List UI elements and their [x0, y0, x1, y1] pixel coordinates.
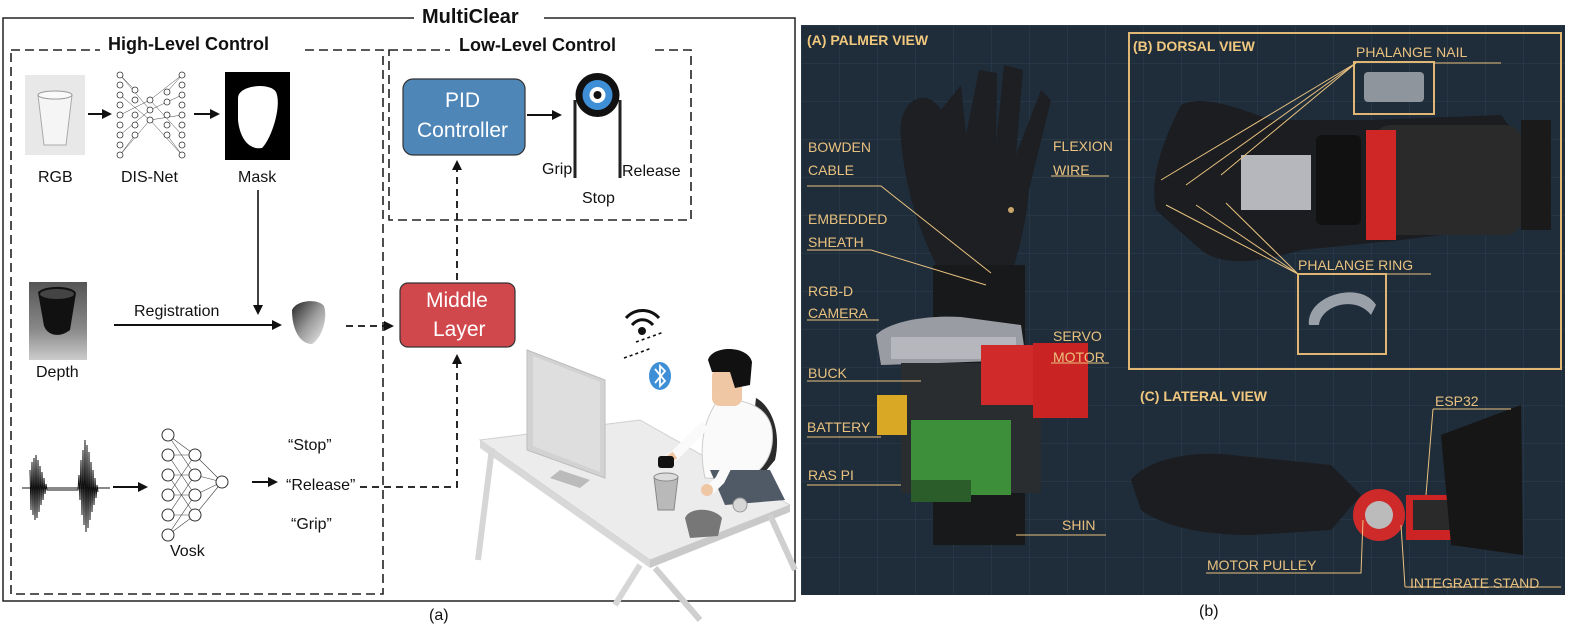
vosk-label: Vosk — [170, 543, 205, 560]
outer-frame — [2, 17, 796, 602]
depth-label: Depth — [36, 364, 79, 381]
command-release: “Release” — [286, 477, 356, 494]
pid-label-line1: PID — [445, 89, 481, 112]
registration-label: Registration — [134, 303, 220, 320]
lateral-glove-illustration — [1131, 405, 1523, 555]
pid-controller-box — [402, 78, 526, 156]
pid-label-line2: Controller — [417, 119, 509, 142]
label-bowden-2: CABLE — [808, 162, 854, 178]
middle-layer-box — [399, 282, 516, 348]
panel-a-diagram — [2, 17, 798, 622]
label-integrate-stand: INTEGRATE STAND — [1410, 575, 1540, 591]
bluetooth-icon — [649, 362, 671, 390]
middle-layer-label-line2: Layer — [433, 318, 486, 341]
disnet-label: DIS-Net — [121, 169, 178, 186]
palmar-glove-illustration — [876, 65, 1088, 545]
diagram-title: MultiClear — [422, 6, 519, 28]
pulley-grip-label: Grip — [542, 161, 573, 178]
label-battery: BATTERY — [807, 419, 871, 435]
wifi-icon — [624, 309, 661, 335]
label-rgbd-2: CAMERA — [808, 305, 868, 321]
label-servo-1: SERVO — [1053, 328, 1102, 344]
caption-a: (a) — [429, 607, 449, 624]
low-level-title: Low-Level Control — [459, 35, 616, 55]
caption-b: (b) — [1199, 603, 1219, 620]
label-flexion-1: FLEXION — [1053, 138, 1113, 154]
command-grip: “Grip” — [291, 516, 332, 533]
pulley-icon — [573, 73, 622, 178]
depth-image — [29, 282, 87, 360]
label-rgbd-1: RGB-D — [808, 283, 854, 299]
label-embedded-1: EMBEDDED — [808, 211, 888, 227]
view-c-title: (C) LATERAL VIEW — [1140, 388, 1268, 404]
view-b-title: (B) DORSAL VIEW — [1133, 38, 1255, 54]
disnet-icon — [119, 74, 183, 156]
label-raspi: RAS PI — [808, 467, 854, 483]
phalange-ring-inset — [1297, 273, 1387, 355]
pulley-release-label: Release — [622, 163, 681, 180]
label-buck: BUCK — [808, 365, 847, 381]
mask-image — [225, 72, 290, 160]
desk-scene-illustration — [475, 309, 798, 622]
audio-waveform-icon — [22, 439, 110, 533]
command-stop: “Stop” — [288, 437, 332, 454]
label-shin: SHIN — [1062, 517, 1096, 533]
vosk-icon — [167, 434, 223, 536]
dorsal-view-frame — [1128, 32, 1562, 370]
label-phalange-ring: PHALANGE RING — [1298, 257, 1414, 273]
low-level-box — [388, 49, 692, 221]
panel-b-photo — [801, 25, 1565, 595]
dorsal-glove-illustration — [1154, 100, 1551, 262]
label-servo-2: MOTOR — [1053, 349, 1105, 365]
label-embedded-2: SHEATH — [808, 234, 864, 250]
pulley-stop-label: Stop — [582, 190, 615, 207]
fused-depth-image — [292, 301, 326, 344]
high-level-title: High-Level Control — [108, 34, 269, 54]
rgb-label: RGB — [38, 169, 73, 186]
label-esp32: ESP32 — [1435, 393, 1479, 409]
phalange-nail-inset — [1353, 61, 1435, 115]
label-phalange-nail: PHALANGE NAIL — [1356, 44, 1468, 60]
label-motor-pulley: MOTOR PULLEY — [1207, 557, 1317, 573]
view-a-title: (A) PALMER VIEW — [807, 32, 929, 48]
signal-arrows-icon — [623, 331, 665, 359]
mask-label: Mask — [238, 169, 277, 186]
label-flexion-2: WIRE — [1053, 162, 1090, 178]
rgb-image — [25, 75, 85, 155]
label-bowden-1: BOWDEN — [808, 139, 871, 155]
middle-layer-label-line1: Middle — [426, 289, 488, 312]
